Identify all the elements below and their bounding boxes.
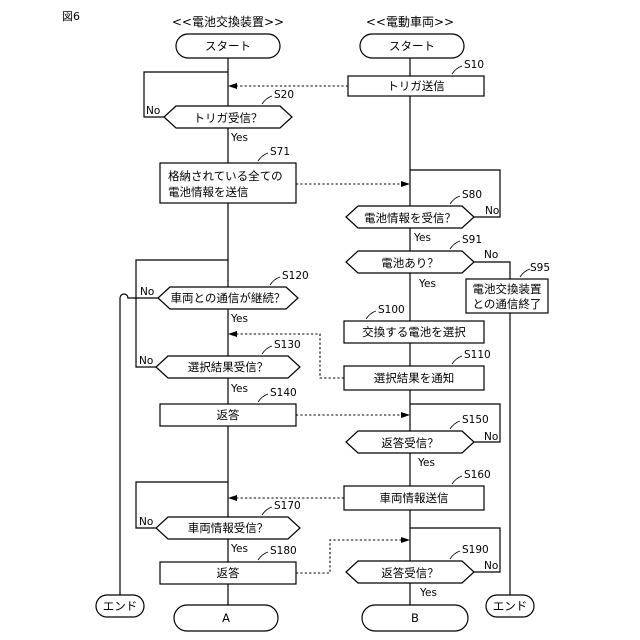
connector-a-label: A [222, 611, 230, 625]
step-id-s160: S160 [464, 469, 491, 481]
process-s140-label: 返答 [217, 408, 240, 422]
figure-label: 図6 [62, 10, 80, 23]
arrowhead [228, 495, 237, 501]
step-id-s20: S20 [274, 89, 294, 101]
decision-s20-label: トリガ受信？ [194, 111, 263, 125]
step-id-s150: S150 [462, 414, 489, 426]
process-s71-line2: 電池情報を送信 [168, 185, 249, 199]
branch-no-s170: No [139, 516, 153, 528]
process-s95-line2: との通信終了 [473, 297, 542, 311]
branch-no-s150: No [484, 431, 498, 443]
process-s10-label: トリガ送信 [387, 79, 445, 93]
arrowhead [401, 181, 410, 187]
line-no-s91 [474, 262, 510, 279]
decision-s150-label: 返答受信？ [381, 436, 439, 450]
leader-s150 [450, 421, 460, 429]
step-id-s140: S140 [270, 387, 297, 399]
decision-s170-label: 車両情報受信？ [188, 521, 269, 535]
step-id-s95: S95 [530, 262, 550, 274]
branch-no-s120: No [140, 286, 154, 298]
leader-s110 [452, 356, 462, 364]
branch-yes-s91: Yes [418, 278, 436, 290]
branch-no-s130: No [139, 355, 153, 367]
arrowhead [228, 331, 237, 337]
step-id-s100: S100 [378, 304, 405, 316]
leader-s91 [450, 241, 460, 249]
leader-s120 [270, 277, 280, 285]
loop-no-s130 [136, 260, 228, 367]
branch-yes-s20: Yes [230, 132, 248, 144]
branch-yes-s130: Yes [230, 383, 248, 395]
process-s110-label: 選択結果を通知 [374, 371, 455, 385]
arrowhead [401, 537, 410, 543]
leader-s10 [452, 66, 462, 74]
branch-yes-s190: Yes [419, 587, 437, 599]
process-s100-label: 交換する電池を選択 [362, 325, 466, 339]
terminal-start-right-label: スタート [389, 39, 435, 53]
leader-s100 [366, 311, 376, 319]
step-id-s130: S130 [274, 339, 301, 351]
header-battery-exchange-device: <<電池交換装置>> [172, 14, 284, 29]
connector-b-label: B [411, 611, 419, 625]
leader-s190 [450, 551, 460, 559]
leader-s170 [262, 507, 272, 515]
leader-s80 [450, 196, 460, 204]
step-id-s80: S80 [462, 189, 482, 201]
leader-s20 [262, 96, 272, 104]
step-id-s110: S110 [464, 349, 491, 361]
step-id-s190: S190 [462, 544, 489, 556]
leader-s71 [258, 153, 268, 161]
leader-s160 [452, 476, 462, 484]
branch-yes-s170: Yes [230, 543, 248, 555]
branch-yes-s150: Yes [417, 457, 435, 469]
header-electric-vehicle: <<電動車両>> [366, 15, 454, 29]
leader-s180 [258, 552, 268, 560]
process-s160-label: 車両情報送信 [380, 491, 449, 505]
decision-s190-label: 返答受信？ [381, 566, 439, 580]
decision-s120-label: 車両との通信が継続？ [171, 291, 286, 305]
step-id-s180: S180 [270, 545, 297, 557]
step-id-s71: S71 [270, 146, 290, 158]
arrowhead [228, 83, 237, 89]
step-id-s91: S91 [462, 234, 482, 246]
decision-s130-label: 選択結果受信？ [188, 360, 269, 374]
terminal-end-right-label: エンド [493, 599, 528, 613]
decision-s80-label: 電池情報を受信？ [364, 211, 456, 225]
process-s71-line1: 格納されている全ての [168, 169, 283, 183]
step-id-s170: S170 [274, 500, 301, 512]
branch-no-s80: No [485, 205, 499, 217]
terminal-start-left-label: スタート [205, 39, 251, 53]
leader-s140 [258, 394, 268, 402]
line-no-s120-to-end [120, 294, 158, 595]
branch-no-s20: No [146, 105, 160, 117]
branch-no-s190: No [484, 560, 498, 572]
arrowhead [401, 412, 410, 418]
process-s95-line1: 電池交換装置 [473, 282, 542, 296]
branch-no-s91: No [484, 249, 498, 261]
step-id-s120: S120 [282, 270, 309, 282]
terminal-end-left-label: エンド [103, 599, 138, 613]
leader-s130 [262, 346, 272, 354]
process-s180-label: 返答 [217, 566, 240, 580]
branch-yes-s120: Yes [230, 313, 248, 325]
decision-s91-label: 電池あり？ [381, 256, 439, 270]
branch-yes-s80: Yes [413, 232, 431, 244]
step-id-s10: S10 [464, 59, 484, 71]
leader-s95 [520, 269, 530, 277]
